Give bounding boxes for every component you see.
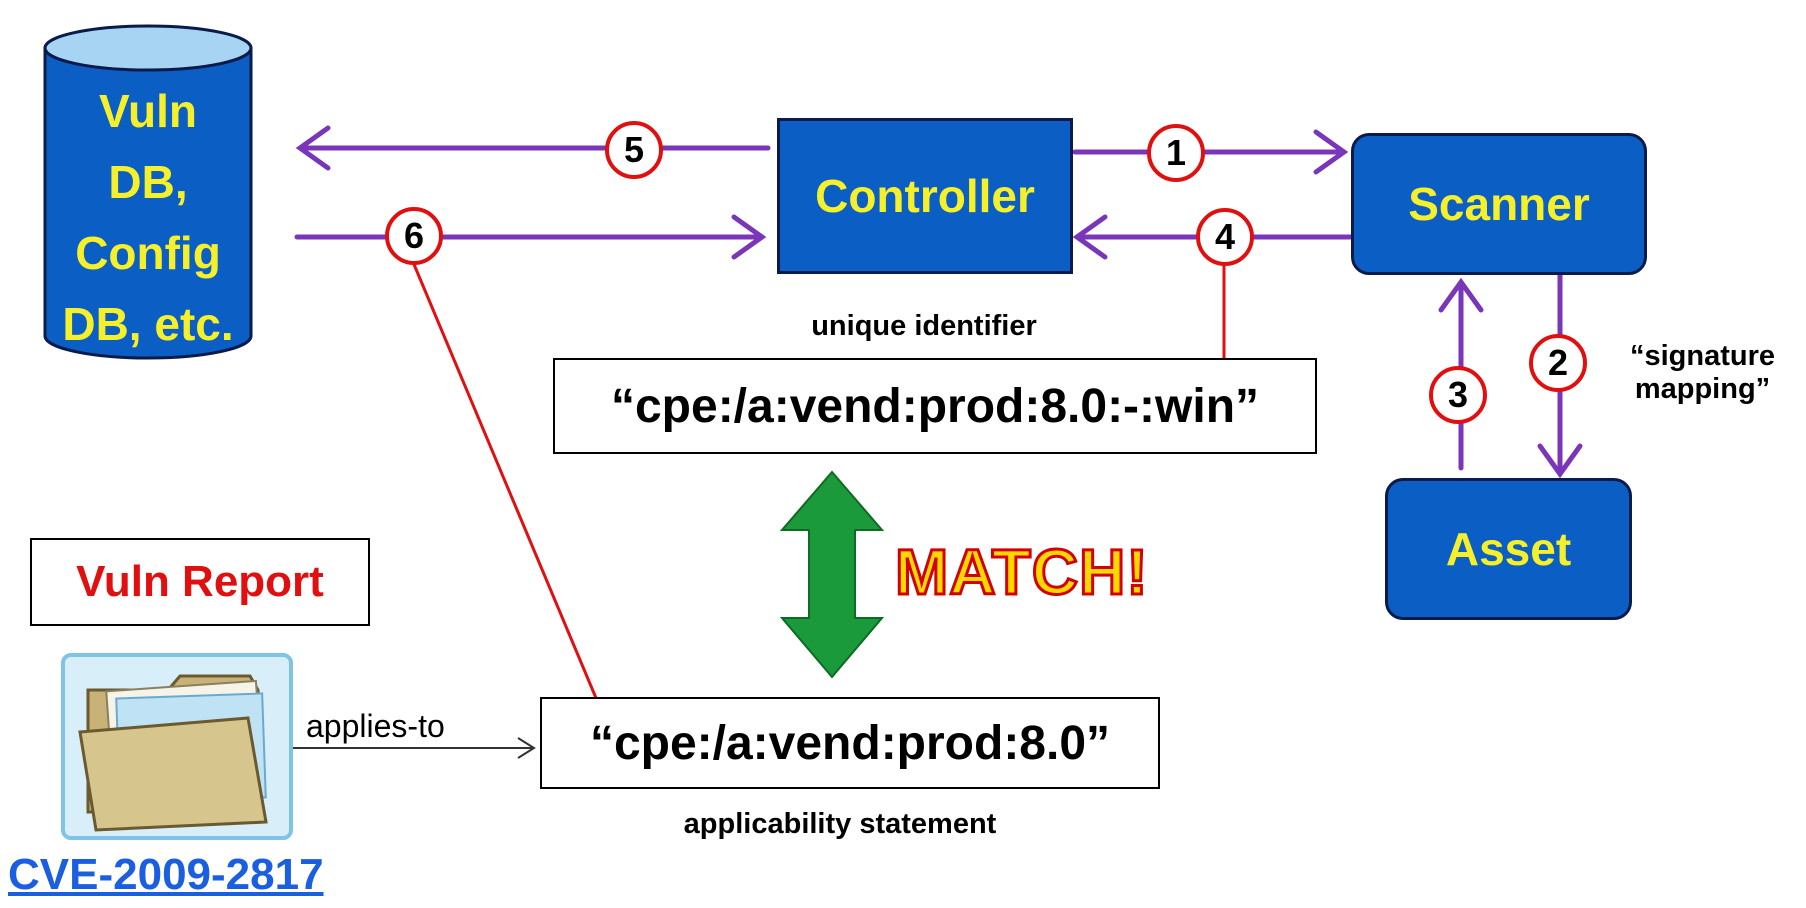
applies-to-label: applies-to xyxy=(306,708,445,744)
vuln-db-line-4: DB, etc. xyxy=(62,298,234,350)
match-label: MATCH! xyxy=(894,535,1150,610)
signature-mapping-line-2: mapping” xyxy=(1634,373,1771,405)
folder-icon xyxy=(61,653,293,840)
applicability-statement-value: “cpe:/a:vend:prod:8.0” xyxy=(589,716,1111,770)
arrowhead-step-3 xyxy=(1438,277,1484,313)
arrowhead-step-1 xyxy=(1313,129,1349,175)
vuln-db-label: Vuln DB, Config DB, etc. xyxy=(45,76,251,360)
controller-node[interactable]: Controller xyxy=(777,118,1073,274)
step-badge-3: 3 xyxy=(1429,366,1487,424)
connector-step-6 xyxy=(411,261,598,699)
step-badge-2: 2 xyxy=(1529,334,1587,392)
vuln-db-line-3: Config xyxy=(75,227,221,279)
arrowhead-step-5 xyxy=(295,125,331,171)
step-badge-5: 5 xyxy=(605,121,663,179)
vuln-db-line-1: Vuln xyxy=(99,85,197,137)
controller-label: Controller xyxy=(815,170,1035,222)
vuln-db-line-2: DB, xyxy=(108,156,188,208)
unique-identifier-caption: unique identifier xyxy=(811,310,1037,342)
applies-to-arrowhead xyxy=(517,737,536,759)
cve-link[interactable]: CVE-2009-2817 xyxy=(8,850,324,899)
arrowhead-step-6 xyxy=(731,214,767,260)
vuln-db-cylinder xyxy=(43,24,253,360)
step-badge-6: 6 xyxy=(385,207,443,265)
scanner-node[interactable]: Scanner xyxy=(1351,133,1647,275)
asset-node[interactable]: Asset xyxy=(1385,478,1632,620)
match-double-arrow xyxy=(779,470,885,679)
signature-mapping-line-1: “signature xyxy=(1629,340,1776,372)
applicability-statement-caption: applicability statement xyxy=(683,808,997,840)
asset-label: Asset xyxy=(1445,523,1572,575)
scanner-label: Scanner xyxy=(1408,178,1590,230)
unique-identifier-box: “cpe:/a:vend:prod:8.0:-:win” xyxy=(553,358,1317,454)
vuln-report-label: Vuln Report xyxy=(76,557,324,606)
unique-identifier-value: “cpe:/a:vend:prod:8.0:-:win” xyxy=(610,379,1260,433)
arrowhead-step-4 xyxy=(1072,214,1108,260)
step-badge-4: 4 xyxy=(1196,208,1254,266)
step-badge-1: 1 xyxy=(1147,124,1205,182)
signature-mapping-label: “signature mapping” xyxy=(1600,340,1805,406)
applicability-statement-box: “cpe:/a:vend:prod:8.0” xyxy=(540,697,1160,789)
vuln-report-box: Vuln Report xyxy=(30,538,370,626)
arrowhead-step-2 xyxy=(1537,443,1583,479)
